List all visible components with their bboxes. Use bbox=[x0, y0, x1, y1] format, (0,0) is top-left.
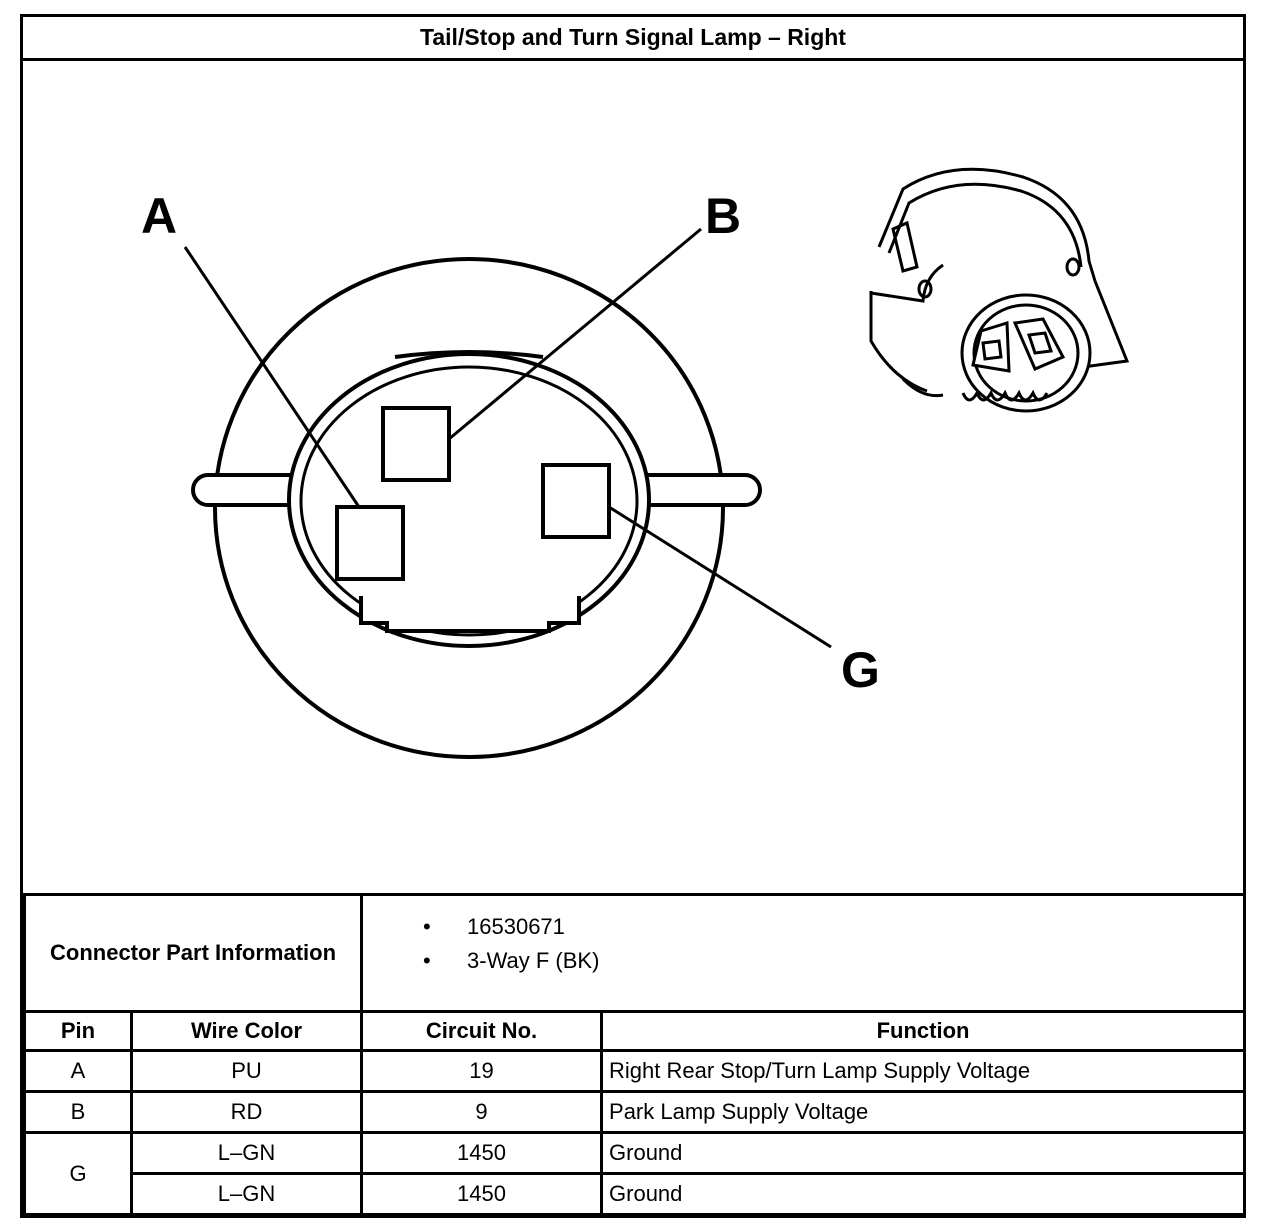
connector-outer-body bbox=[213, 257, 725, 759]
bottom-key bbox=[359, 596, 581, 633]
cell-function: Ground bbox=[600, 1172, 1247, 1216]
connector-face-diagram: A B G bbox=[141, 167, 1130, 759]
pin-label-g: G bbox=[841, 642, 880, 698]
pin-label-a: A bbox=[141, 188, 177, 244]
terminal-b bbox=[381, 406, 451, 482]
left-tab bbox=[191, 473, 291, 507]
table-row: L–GN 1450 Ground bbox=[25, 1172, 1247, 1216]
header-wire-color: Wire Color bbox=[129, 1010, 364, 1052]
table-row: G L–GN 1450 Ground bbox=[23, 1131, 1247, 1216]
connector-3d-illustration bbox=[869, 167, 1130, 413]
cell-pin: G bbox=[23, 1131, 133, 1216]
leader-line-g bbox=[608, 505, 832, 649]
header-function: Function bbox=[600, 1010, 1247, 1052]
top-lock-ridge bbox=[394, 350, 544, 359]
part-number: 16530671 bbox=[423, 910, 1243, 944]
connector-part-info-label: Connector Part Information bbox=[22, 893, 364, 1013]
leader-line-b bbox=[448, 227, 702, 441]
cell-pin: A bbox=[23, 1049, 133, 1093]
connector-drawing: A B G bbox=[23, 61, 1243, 893]
cell-function: Park Lamp Supply Voltage bbox=[600, 1090, 1247, 1134]
cell-function: Ground bbox=[600, 1131, 1247, 1175]
cell-circuit: 9 bbox=[360, 1090, 604, 1134]
cell-wire-color: PU bbox=[129, 1049, 364, 1093]
cell-wire-color: L–GN bbox=[129, 1172, 364, 1216]
terminal-a bbox=[335, 505, 405, 581]
connector-info-table: Connector Part Information 16530671 3-Wa… bbox=[22, 893, 1247, 1216]
connector-description: 3-Way F (BK) bbox=[423, 944, 1243, 978]
cavity-inner-wall bbox=[299, 365, 639, 637]
connector-sheet: Tail/Stop and Turn Signal Lamp – Right bbox=[20, 14, 1247, 1218]
cell-circuit: 1450 bbox=[360, 1172, 604, 1216]
cell-wire-color: RD bbox=[129, 1090, 364, 1134]
cell-circuit: 19 bbox=[360, 1049, 604, 1093]
cell-circuit: 1450 bbox=[360, 1131, 604, 1175]
page-title: Tail/Stop and Turn Signal Lamp – Right bbox=[23, 17, 1243, 61]
header-circuit-no: Circuit No. bbox=[360, 1010, 604, 1052]
table-header-row: Pin Wire Color Circuit No. Function bbox=[23, 1010, 1247, 1052]
cell-function: Right Rear Stop/Turn Lamp Supply Voltage bbox=[600, 1049, 1247, 1093]
right-tab bbox=[647, 473, 762, 507]
terminal-g bbox=[541, 463, 611, 539]
table-row: B RD 9 Park Lamp Supply Voltage bbox=[23, 1090, 1247, 1134]
cell-pin: B bbox=[23, 1090, 133, 1134]
connector-part-info-list: 16530671 3-Way F (BK) bbox=[360, 893, 1247, 1013]
pin-label-b: B bbox=[705, 188, 741, 244]
table-row: A PU 19 Right Rear Stop/Turn Lamp Supply… bbox=[23, 1049, 1247, 1093]
cell-wire-color: L–GN bbox=[129, 1131, 364, 1175]
leader-line-a bbox=[183, 246, 361, 508]
header-pin: Pin bbox=[23, 1010, 133, 1052]
